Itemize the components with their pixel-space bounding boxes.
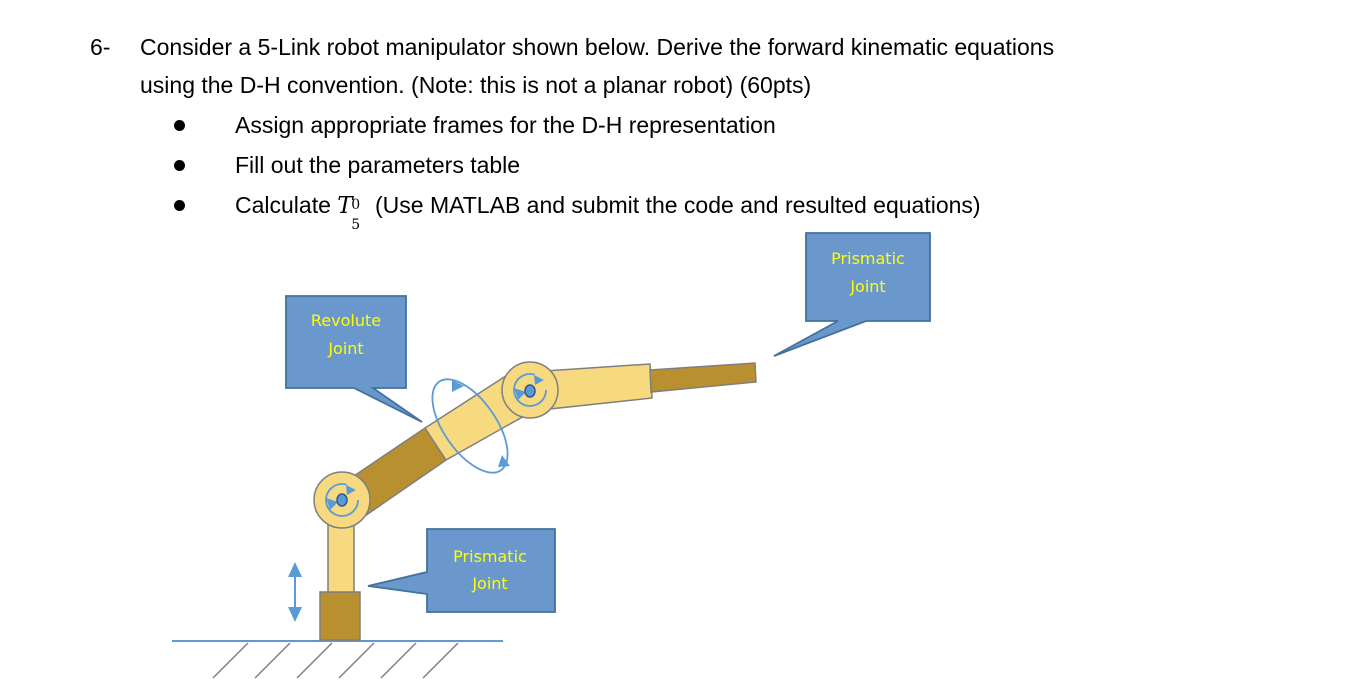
callout-prismatic-bottom: Prismatic Joint bbox=[367, 528, 556, 613]
bullet-icon bbox=[174, 120, 185, 131]
task-text: (Use MATLAB and submit the code and resu… bbox=[368, 192, 981, 218]
math-base: T bbox=[337, 193, 353, 219]
vertical-link bbox=[327, 519, 355, 593]
callout-prismatic-bottom-line-2: Joint bbox=[471, 574, 507, 593]
problem-line-2: using the D-H convention. (Note: this is… bbox=[140, 72, 812, 98]
task-text: Calculate bbox=[235, 192, 338, 218]
rotation-arrow-icon bbox=[431, 378, 510, 474]
callout-prismatic-top: Prismatic Joint bbox=[773, 232, 931, 357]
problem-line-1: 6- Consider a 5-Link robot manipulator sh… bbox=[90, 28, 1330, 66]
task-item: Fill out the parameters table bbox=[90, 145, 981, 185]
callout-revolute-line-1: Revolute bbox=[311, 311, 381, 330]
callout-prismatic-top-line-1: Prismatic bbox=[831, 249, 905, 268]
callout-prismatic-top-line-2: Joint bbox=[849, 277, 885, 296]
translation-arrow-icon bbox=[288, 562, 302, 622]
task-item: Assign appropriate frames for the D-H re… bbox=[90, 105, 981, 145]
base-block bbox=[319, 591, 361, 641]
upper-revolute-joint bbox=[501, 361, 559, 419]
task-text: Assign appropriate frames for the D-H re… bbox=[235, 112, 776, 138]
problem-statement: 6- Consider a 5-Link robot manipulator sh… bbox=[90, 28, 1330, 104]
problem-number: 6- bbox=[90, 34, 111, 60]
callout-revolute-joint: Revolute Joint bbox=[285, 295, 423, 423]
callout-revolute-line-2: Joint bbox=[327, 339, 363, 358]
task-text: Fill out the parameters table bbox=[235, 152, 521, 178]
math-subscript: 5 bbox=[351, 217, 361, 233]
lower-revolute-joint bbox=[313, 471, 371, 529]
problem-text-1: Consider a 5-Link robot manipulator show… bbox=[140, 34, 1055, 60]
dark-link-2 bbox=[649, 362, 757, 393]
ground bbox=[172, 640, 503, 679]
bullet-icon bbox=[174, 200, 185, 211]
task-list: Assign appropriate frames for the D-H re… bbox=[90, 105, 981, 233]
bullet-icon bbox=[174, 160, 185, 171]
callout-prismatic-bottom-line-1: Prismatic bbox=[453, 547, 527, 566]
math-superscript: 0 bbox=[351, 197, 361, 213]
